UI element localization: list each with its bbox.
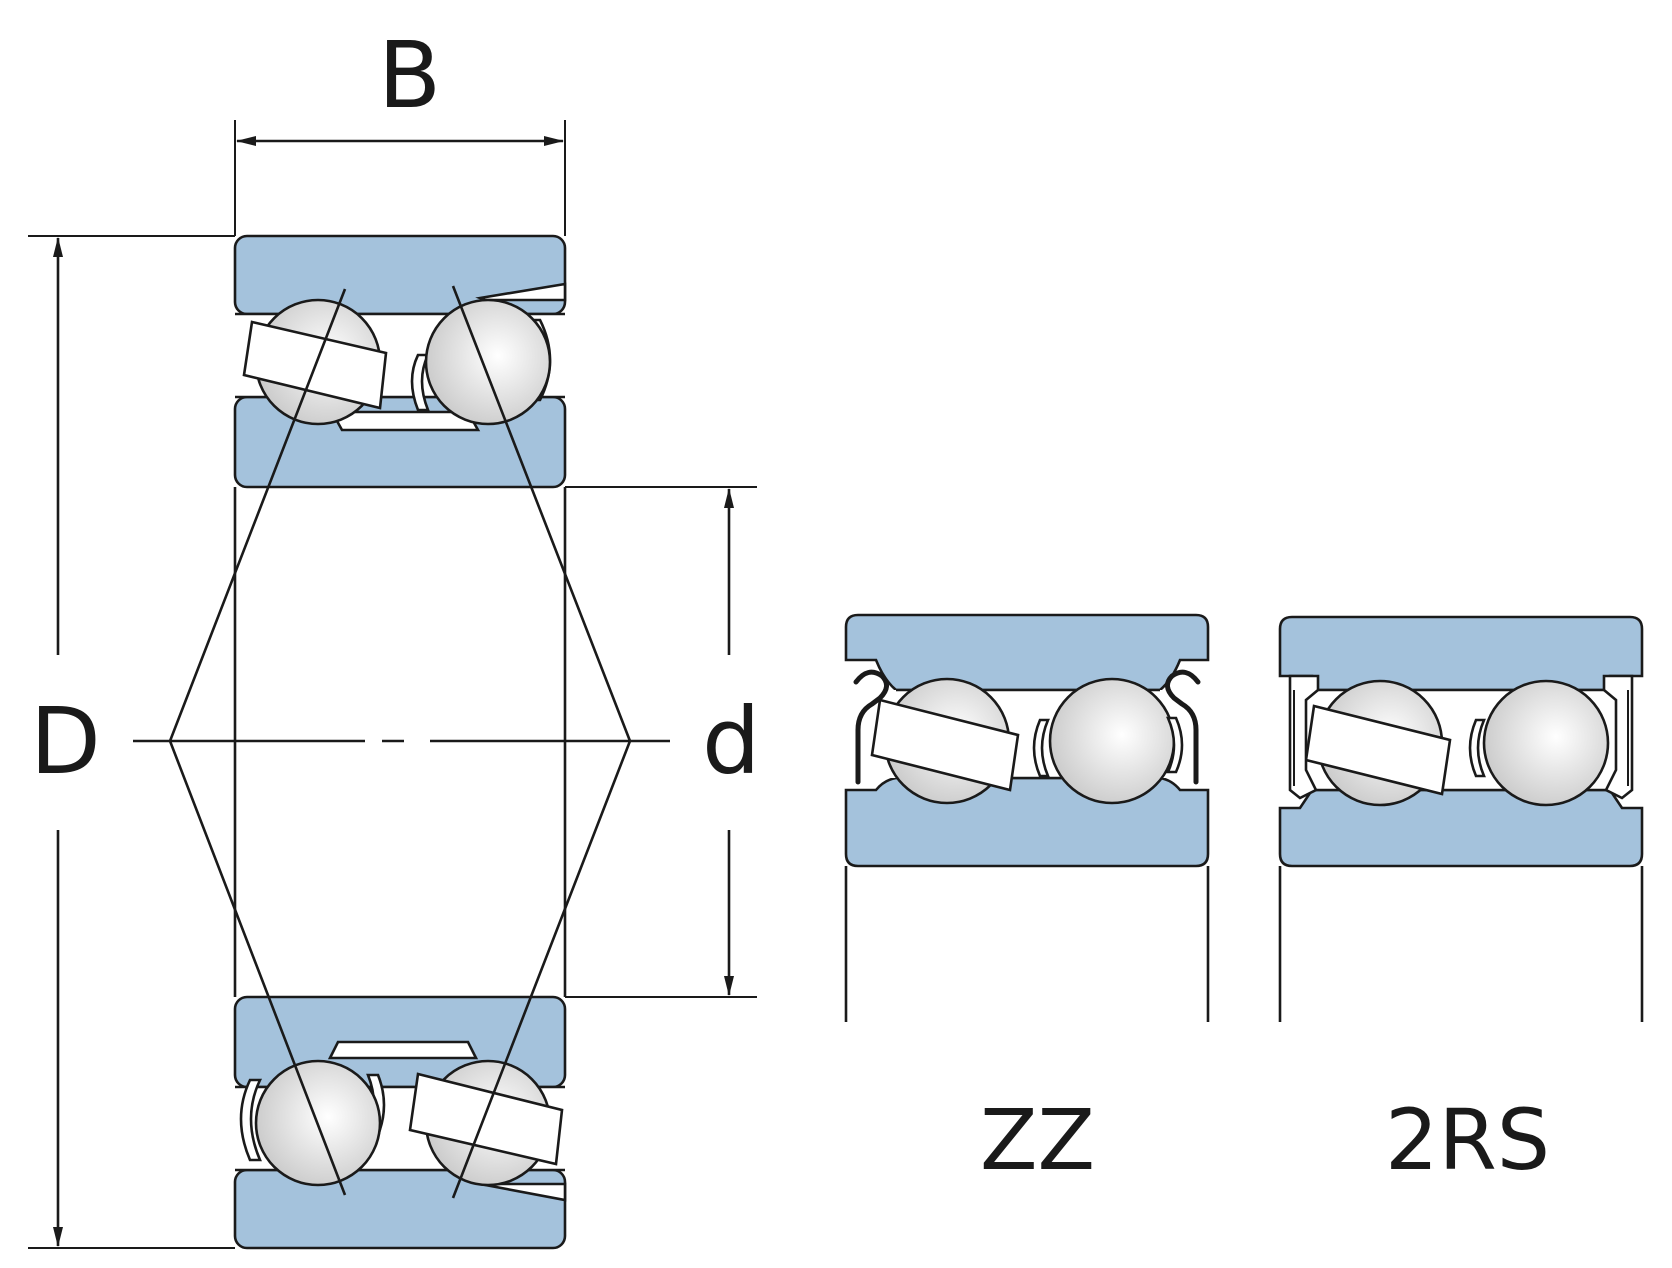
upper-outer-ring [233, 234, 567, 316]
zz-ball-right [1048, 677, 1176, 805]
dimension-label-bore-d: d [702, 688, 761, 795]
zz-shield-left [853, 669, 889, 785]
upper-section [233, 234, 567, 489]
contact-line-right [451, 285, 632, 1199]
2rs-inner-ring [1278, 788, 1644, 868]
2rs-cage-pocket-mid [1468, 718, 1486, 778]
2rs-ball-right [1482, 679, 1610, 807]
2rs-rubber-seal-left [1288, 674, 1320, 800]
2rs-rubber-seal-right [1602, 674, 1634, 800]
zz-inner-ring [844, 776, 1210, 868]
zz-cage-pocket-right [1166, 716, 1184, 774]
upper-cage-pocket-mid [410, 353, 431, 412]
2rs-outer-ring [1278, 615, 1644, 692]
lower-outer-ring [233, 1168, 567, 1250]
zz-outer-ring [844, 613, 1210, 692]
zz-cage-segment-left [870, 698, 1020, 792]
dimension-label-b: B [378, 22, 442, 129]
lower-cage-bridge [327, 1040, 479, 1060]
variant-label-2rs: 2RS [1385, 1091, 1551, 1189]
main-cross-section [28, 120, 757, 1250]
zz-variant-section [844, 613, 1210, 1022]
lower-outer-shoulder [479, 1182, 567, 1202]
dimension-label-outer-d: D [30, 688, 101, 795]
lower-cage-pocket-left [239, 1078, 263, 1162]
2rs-cage-segment-left [1304, 704, 1452, 796]
upper-ball-right [424, 298, 552, 426]
variant-label-zz: ZZ [980, 1091, 1096, 1189]
2rs-variant-section [1278, 615, 1644, 1022]
upper-cage-bridge [329, 410, 481, 432]
zz-cage-pocket-mid [1032, 718, 1050, 778]
zz-shield-right [1165, 669, 1201, 785]
lower-cage-segment-right [408, 1072, 564, 1166]
contact-line-left [168, 288, 347, 1196]
